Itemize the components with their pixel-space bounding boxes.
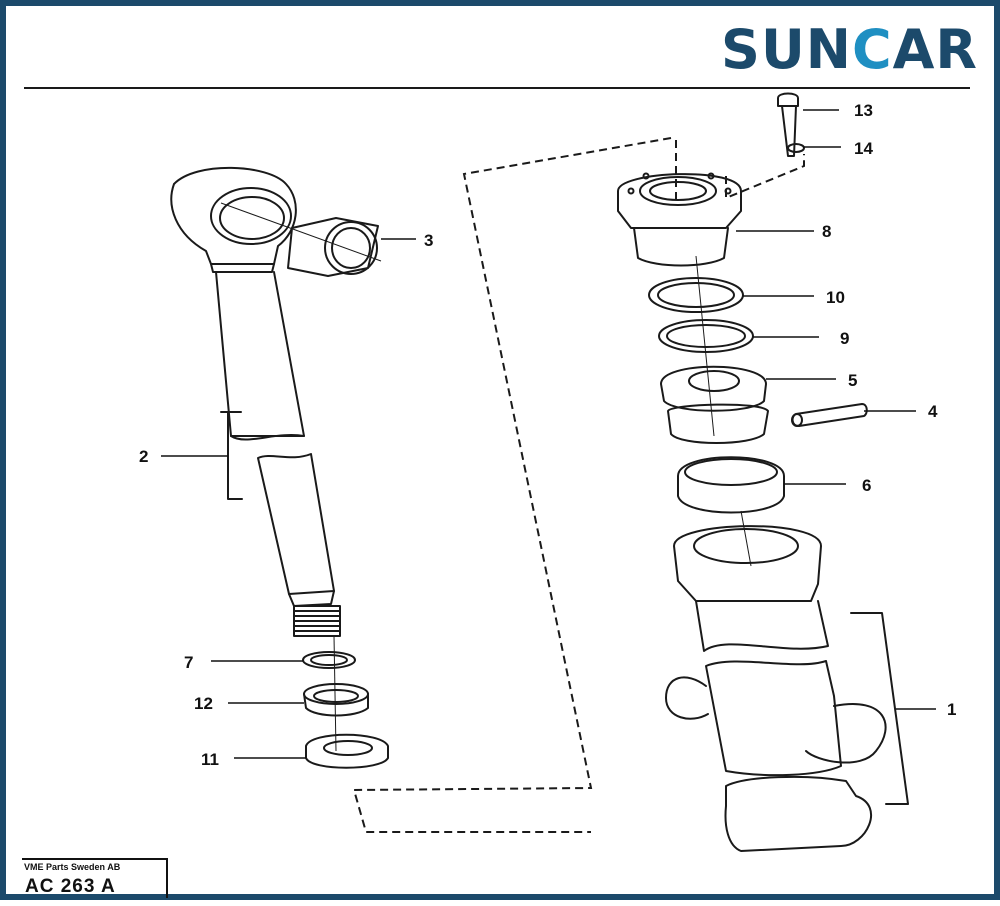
- callout-numbers: 1 2 3 4 5 6 7 8 9 10 11 12 13 14: [139, 101, 956, 769]
- pin-4: [791, 403, 868, 427]
- bracket-1: [850, 612, 909, 805]
- brand-logo: SUNCAR: [721, 20, 978, 80]
- drawing-code: AC 263 A: [25, 876, 116, 897]
- logo-text-ar: AR: [892, 18, 978, 81]
- callout-14: 14: [854, 139, 873, 158]
- credit-line: VME Parts Sweden AB: [24, 862, 121, 872]
- piston-rod-upper: [215, 271, 305, 441]
- callout-7: 7: [184, 653, 193, 672]
- ring-9: [658, 319, 754, 353]
- cylinder-tube-1: [665, 525, 887, 852]
- piston-rod-thread: [293, 605, 341, 637]
- bushing: [287, 217, 379, 277]
- callout-5: 5: [848, 371, 857, 390]
- callout-2: 2: [139, 447, 148, 466]
- callout-1: 1: [947, 700, 956, 719]
- washer-11: [305, 733, 389, 769]
- callout-9: 9: [840, 329, 849, 348]
- ring-6: [677, 456, 785, 514]
- logo-text-c: C: [851, 18, 893, 81]
- credit-box: VME Parts Sweden AB AC 263 A: [22, 858, 168, 898]
- header-rule: [24, 87, 970, 89]
- piston-rod-eye: [170, 166, 297, 273]
- callout-6: 6: [862, 476, 871, 495]
- callout-12: 12: [194, 694, 213, 713]
- bracket-2: [220, 411, 243, 500]
- callout-3: 3: [424, 231, 433, 250]
- piston-rod-lower: [257, 453, 335, 607]
- exploded-parts-drawing: 1 2 3 4 5 6 7 8 9 10 11 12 13 14: [139, 92, 956, 852]
- assembly-path: [352, 137, 805, 833]
- logo-text-sun: SUN: [721, 18, 852, 81]
- center-axes: [220, 202, 752, 752]
- washer-14: [787, 143, 805, 153]
- guide-ring-12: [303, 683, 369, 717]
- ring-10: [648, 277, 744, 313]
- callout-8: 8: [822, 222, 831, 241]
- cylinder-head-8: [617, 172, 742, 267]
- callout-13: 13: [854, 101, 873, 120]
- callout-10: 10: [826, 288, 845, 307]
- leader-lines: [161, 109, 936, 759]
- bolt-13: [777, 92, 799, 157]
- seal-ring-7: [302, 651, 356, 669]
- piston-5: [660, 365, 769, 444]
- callout-11: 11: [201, 750, 219, 769]
- callout-4: 4: [928, 402, 938, 421]
